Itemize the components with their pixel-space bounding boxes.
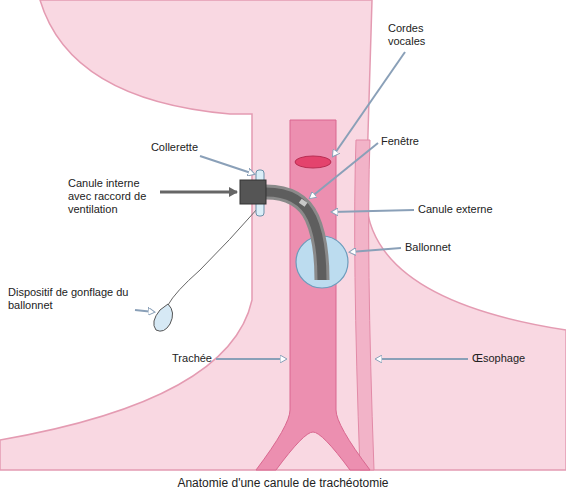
inner-cannula: [266, 192, 322, 280]
inflation-line: [168, 208, 258, 305]
part-label: Ballonnet: [405, 241, 451, 254]
outer-cannula: [266, 192, 322, 280]
part-label: Canule interne avec raccord de ventilati…: [68, 177, 158, 216]
vocal-cords: [295, 156, 331, 168]
part-label: Fenêtre: [381, 135, 419, 148]
part-label: Trachée: [172, 352, 212, 365]
part-label: Dispositif de gonflage du ballonnet: [8, 286, 133, 312]
part-label: Œsophage: [472, 352, 525, 365]
neck-outline: [0, 0, 566, 470]
pilot-balloon: [154, 304, 173, 331]
part-label: Cordes vocales: [388, 22, 448, 48]
trachea: [256, 120, 370, 470]
oesophagus: [355, 140, 374, 470]
leader-line: [160, 191, 237, 194]
part-label: Canule externe: [418, 203, 493, 216]
cannula-window: [299, 199, 308, 207]
caption: Anatomie d'une canule de trachéotomie: [177, 476, 388, 490]
part-label: Collerette: [151, 141, 198, 154]
ventilation-connector: [240, 180, 266, 204]
